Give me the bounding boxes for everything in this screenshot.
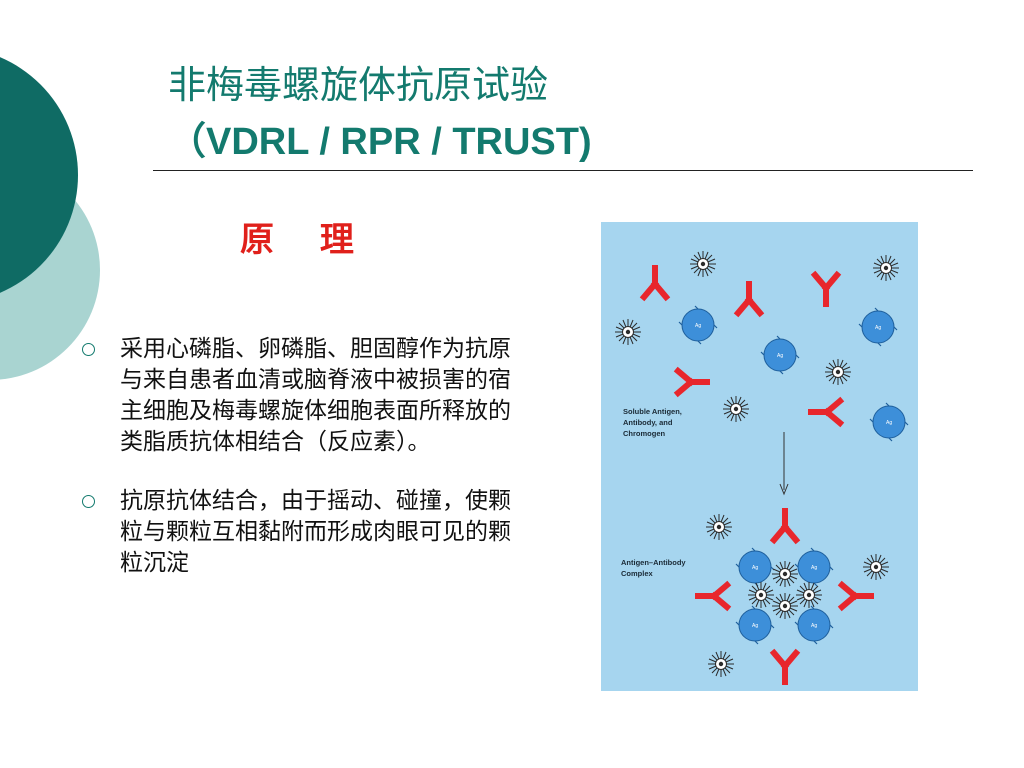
bullet-text: 抗原抗体结合，由于摇动、碰撞，使颗粒与颗粒互相黏附而形成肉眼可见的颗粒沉淀	[120, 488, 511, 576]
bullet-item: 采用心磷脂、卵磷脂、胆固醇作为抗原与来自患者血清或脑脊液中被损害的宿主细胞及梅毒…	[82, 334, 537, 458]
antigen-antibody-figure: Ag Ag Ag Ag Soluble Antigen, Antibody, a…	[601, 222, 918, 691]
chromogen-particle	[862, 553, 890, 581]
bullet-circle-icon	[82, 343, 95, 356]
chromogen-particle	[722, 395, 750, 423]
slide-title-subline: （VDRL / RPR / TRUST)	[168, 121, 592, 163]
svg-text:Ag: Ag	[695, 323, 701, 329]
chromogen-particle	[705, 513, 733, 541]
figure-illustration: Ag Ag Ag Ag Soluble Antigen, Antibody, a…	[614, 250, 909, 691]
chromogen-particle	[872, 254, 900, 282]
svg-text:Ag: Ag	[752, 623, 758, 629]
antibody	[815, 275, 837, 304]
chromogen-particle	[824, 358, 852, 386]
chromogen-particle	[771, 592, 799, 620]
decorative-circles	[0, 57, 100, 380]
antibody	[698, 585, 727, 607]
chromogen-particle	[747, 581, 775, 609]
bullet-list: 采用心磷脂、卵磷脂、胆固醇作为抗原与来自患者血清或脑脊液中被损害的宿主细胞及梅毒…	[82, 334, 537, 607]
chromogen-particle	[707, 650, 735, 678]
svg-text:Ag: Ag	[875, 325, 881, 331]
section-heading: 原 理	[240, 220, 354, 260]
chromogen-particle	[614, 318, 642, 346]
bullet-item: 抗原抗体结合，由于摇动、碰撞，使颗粒与颗粒互相黏附而形成肉眼可见的颗粒沉淀	[82, 486, 537, 579]
figure-label-soluble: Soluble Antigen,	[623, 407, 682, 416]
svg-text:Antibody, and: Antibody, and	[623, 418, 673, 427]
bullet-text: 采用心磷脂、卵磷脂、胆固醇作为抗原与来自患者血清或脑脊液中被损害的宿主细胞及梅毒…	[120, 336, 511, 455]
antigen-labels: Ag Ag Ag Ag	[695, 323, 892, 426]
svg-text:Ag: Ag	[752, 565, 758, 571]
slide-title: 非梅毒螺旋体抗原试验	[168, 63, 549, 107]
antibody	[774, 653, 796, 682]
chromogen-particle	[771, 560, 799, 588]
antibody	[644, 268, 666, 297]
chromogen-particle	[689, 250, 717, 278]
figure-label-complex: Antigen–Antibody	[621, 558, 686, 567]
antibody	[738, 284, 760, 313]
svg-text:Complex: Complex	[621, 569, 654, 578]
svg-text:Chromogen: Chromogen	[623, 429, 666, 438]
svg-text:Ag: Ag	[811, 623, 817, 629]
bullet-circle-icon	[82, 495, 95, 508]
antibody	[774, 511, 796, 540]
dark-teal-circle	[0, 57, 78, 293]
antibody	[842, 585, 871, 607]
antibody	[678, 371, 707, 393]
chromogen-particle	[795, 581, 823, 609]
title-divider	[153, 170, 973, 171]
svg-text:Ag: Ag	[777, 353, 783, 359]
arrow-head-icon	[779, 483, 789, 496]
svg-text:Ag: Ag	[811, 565, 817, 571]
complex-antigen-labels: Ag Ag Ag Ag	[752, 565, 817, 629]
svg-text:Ag: Ag	[886, 420, 892, 426]
antibody	[811, 401, 840, 423]
